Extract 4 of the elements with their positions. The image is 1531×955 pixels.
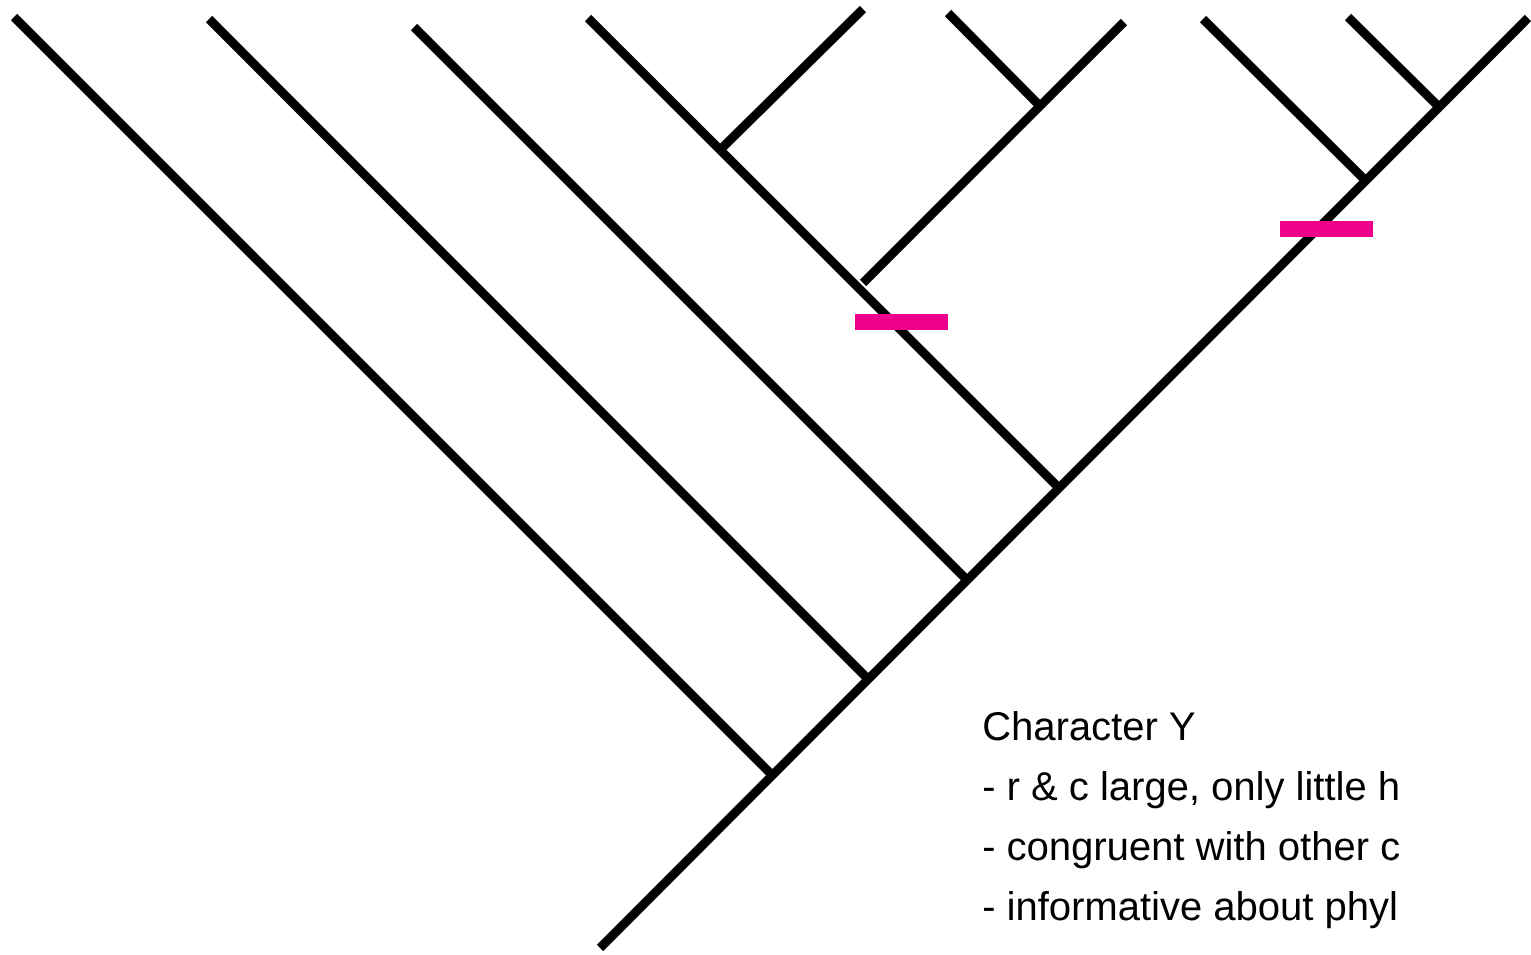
note-text: - informative about phyl <box>984 891 1396 929</box>
note-text: - r & c large, only little h <box>984 771 1398 809</box>
note-text: Character Y <box>984 711 1195 741</box>
note-text: - congruent with other c <box>984 831 1400 869</box>
